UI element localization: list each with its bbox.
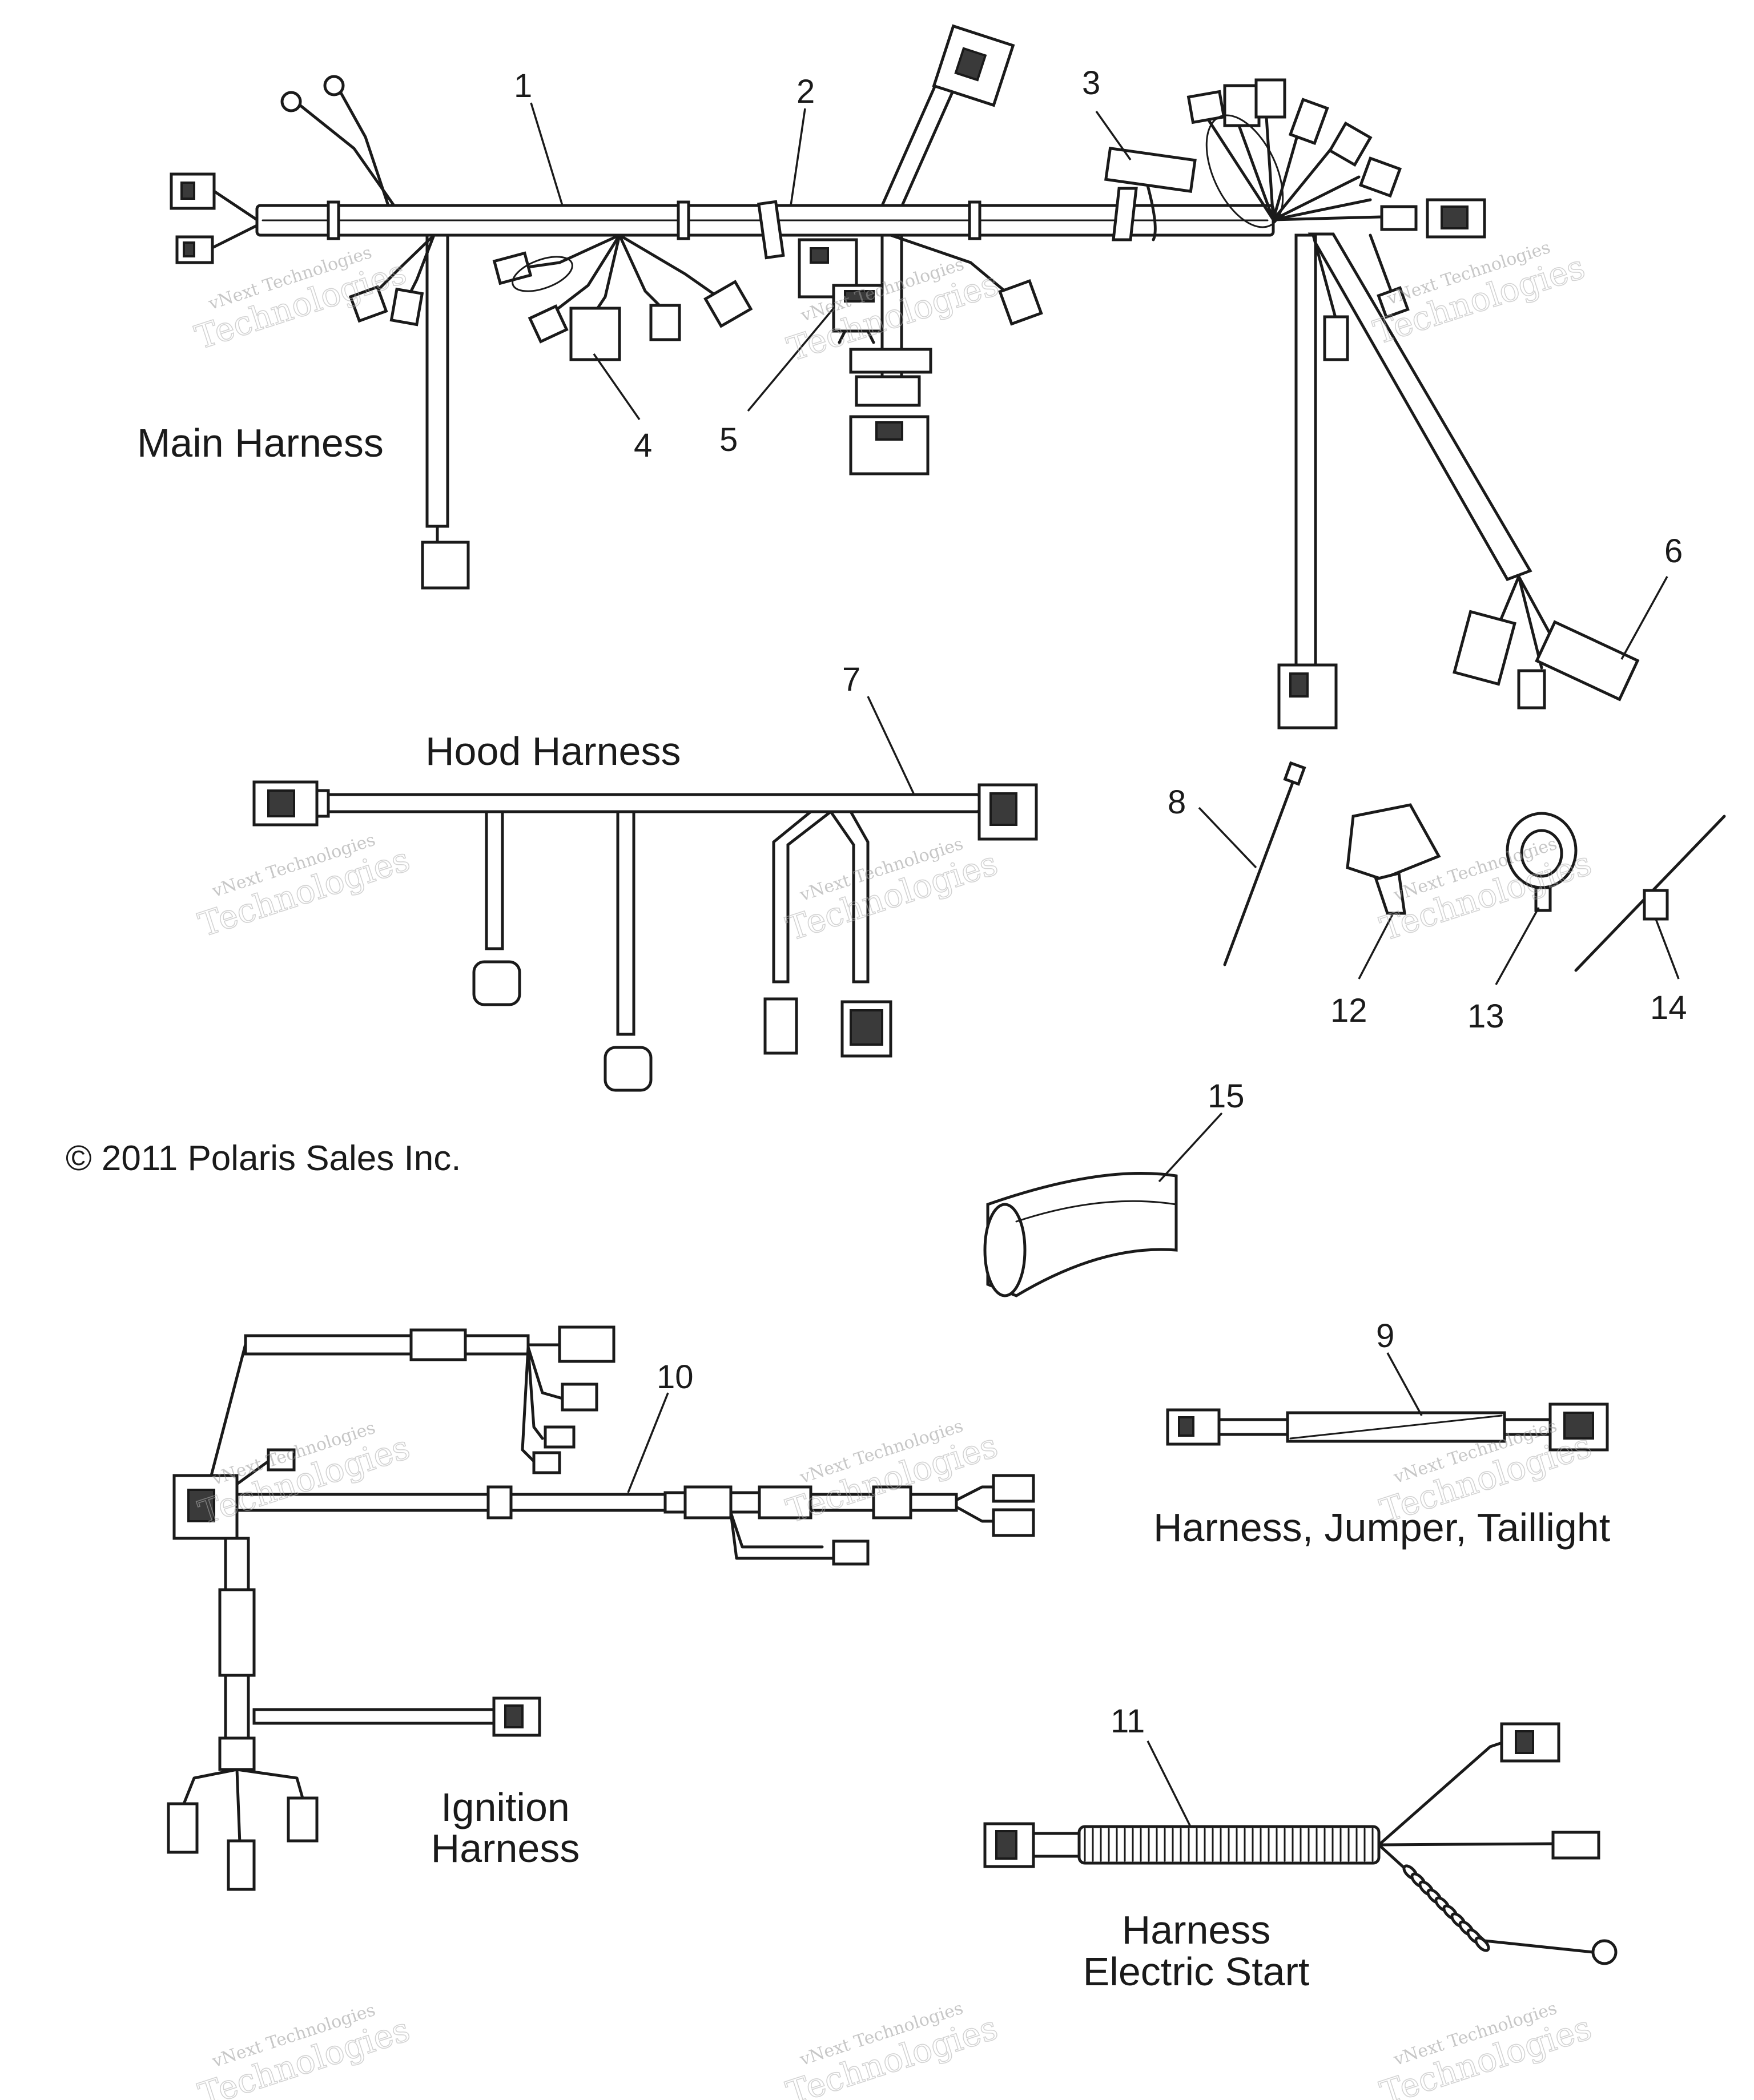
callout-10: 10: [657, 1359, 694, 1396]
callout-8: 8: [1168, 784, 1186, 821]
callout-numbers: 1 2 3 4 5 6 7 8 9 10 11 12 13 14 15: [514, 65, 1687, 1740]
spiral-coil: [1474, 1936, 1490, 1952]
small-parts-leaders: [1198, 807, 1680, 985]
boot-15-group: [983, 1172, 1178, 1297]
callout-13: 13: [1467, 998, 1504, 1035]
jumper-taillight-label: Harness, Jumper, Taillight: [1153, 1505, 1610, 1550]
callout-14: 14: [1650, 989, 1687, 1026]
electric-start-label-line2: Electric Start: [1083, 1949, 1310, 1994]
main-harness-leaders: [530, 102, 1668, 660]
callout-12: 12: [1330, 992, 1367, 1029]
callout-2: 2: [796, 73, 815, 110]
callout-15: 15: [1208, 1078, 1245, 1115]
callout-11: 11: [1111, 1703, 1145, 1740]
spiral-wrap: [1402, 1864, 1490, 1952]
main-harness-group: [170, 24, 1640, 729]
section-labels: Main Harness Hood Harness Harness, Jumpe…: [66, 421, 1610, 1994]
ignition-harness-group: [167, 1325, 1035, 1891]
convolute-ribs: [1084, 1828, 1374, 1862]
copyright-notice: © 2011 Polaris Sales Inc.: [66, 1139, 461, 1178]
hood-harness-group: [252, 780, 1038, 1092]
main-harness-label: Main Harness: [137, 421, 384, 465]
callout-3: 3: [1082, 65, 1100, 102]
jumper-harness-group: [1166, 1402, 1609, 1452]
ignition-label-line2: Harness: [431, 1826, 580, 1871]
callout-7: 7: [842, 661, 860, 698]
electric-start-label-line1: Harness: [1122, 1908, 1271, 1952]
electric-start-group: [983, 1722, 1618, 1965]
ignition-label-line1: Ignition: [441, 1785, 570, 1829]
callout-1: 1: [514, 67, 532, 104]
callout-5: 5: [719, 421, 738, 458]
callout-4: 4: [634, 427, 652, 464]
callout-9: 9: [1376, 1317, 1394, 1355]
hood-harness-label: Hood Harness: [425, 729, 681, 773]
callout-6: 6: [1664, 533, 1683, 570]
small-parts-group: [1223, 761, 1726, 972]
